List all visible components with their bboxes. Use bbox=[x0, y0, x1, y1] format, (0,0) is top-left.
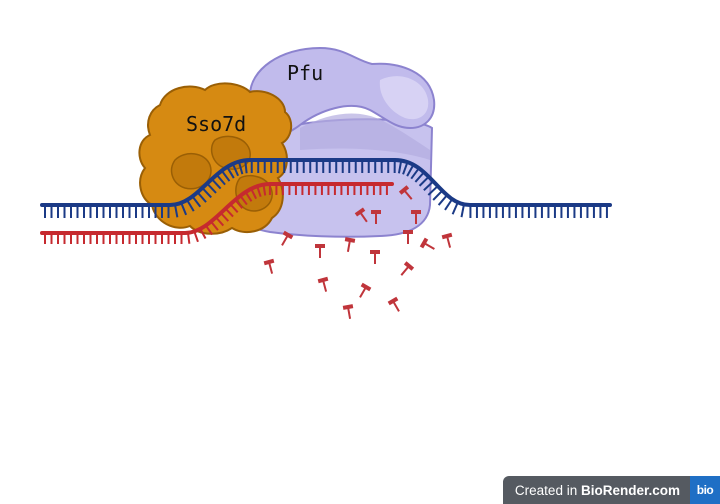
template-strand-base bbox=[444, 198, 454, 211]
template-strand-base bbox=[437, 194, 448, 206]
new-strand-base bbox=[205, 224, 213, 236]
nucleotide-tail bbox=[400, 265, 410, 276]
template-strand-base bbox=[402, 161, 409, 175]
nucleotide-tail bbox=[446, 235, 452, 248]
pfu-label: Pfu bbox=[287, 61, 323, 85]
nucleotide bbox=[354, 207, 368, 223]
nucleotide-tail bbox=[268, 261, 274, 274]
biorender-logo-icon: bio bbox=[690, 476, 720, 504]
template-strand-base bbox=[414, 171, 425, 183]
template-strand-base bbox=[173, 204, 179, 218]
nucleotide bbox=[281, 230, 294, 246]
template-strand-base bbox=[215, 174, 226, 186]
nucleotide bbox=[342, 304, 354, 319]
nucleotide-head bbox=[342, 304, 354, 310]
new-strand-base bbox=[224, 207, 234, 218]
sso7d-label: Sso7d bbox=[186, 112, 246, 136]
template-strand-base bbox=[186, 199, 195, 212]
nucleotide-tail bbox=[359, 286, 367, 298]
new-strand-base bbox=[193, 231, 199, 243]
template-strand-base bbox=[206, 182, 217, 194]
new-strand-base bbox=[234, 199, 244, 209]
nucleotide-head bbox=[403, 261, 415, 271]
new-strand-base bbox=[210, 220, 219, 231]
free-nucleotides bbox=[263, 185, 453, 319]
nucleotide bbox=[387, 296, 400, 312]
nucleotide-tail bbox=[423, 242, 435, 250]
nucleotide bbox=[403, 230, 413, 244]
nucleotide-tail bbox=[346, 239, 351, 252]
nucleotide bbox=[263, 258, 275, 274]
template-strand-base bbox=[220, 170, 231, 182]
nucleotide bbox=[441, 232, 453, 248]
nucleotide bbox=[315, 244, 325, 258]
biorender-watermark[interactable]: Created in BioRender.com bio bbox=[502, 476, 720, 504]
new-strand-base bbox=[256, 185, 262, 197]
template-strand-base bbox=[427, 185, 439, 196]
template-strand-base bbox=[397, 160, 403, 174]
nucleotide bbox=[419, 237, 435, 250]
template-strand-base bbox=[201, 187, 212, 199]
template-strand-base bbox=[180, 202, 188, 216]
dna-strands bbox=[40, 158, 612, 244]
nucleotide bbox=[398, 185, 413, 200]
template-strand-base bbox=[196, 191, 207, 203]
new-strand-base bbox=[215, 216, 225, 227]
template-strand-base bbox=[460, 204, 465, 218]
new-strand-base bbox=[220, 212, 230, 222]
template-strand-base bbox=[231, 163, 240, 177]
nucleotide-tail bbox=[281, 234, 289, 246]
template-strand-base bbox=[423, 180, 434, 192]
nucleotide-tail bbox=[322, 279, 328, 292]
template-strand-base bbox=[237, 161, 244, 175]
pfu-highlight bbox=[379, 76, 429, 120]
template-strand-base bbox=[451, 201, 459, 215]
watermark-prefix: Created in bbox=[514, 482, 581, 498]
template-strand-base bbox=[406, 164, 415, 177]
new-strand-base bbox=[187, 232, 191, 244]
watermark-brand: BioRender.com bbox=[580, 482, 680, 498]
sso7d-protein: Sso7d bbox=[138, 82, 293, 235]
nucleotide bbox=[370, 250, 380, 264]
nucleotide bbox=[400, 261, 415, 276]
template-strand-base bbox=[191, 195, 202, 208]
watermark-text: Created in BioRender.com bbox=[502, 476, 690, 504]
nucleotide-head bbox=[344, 237, 356, 243]
nucleotide-tail bbox=[392, 300, 400, 312]
new-strand-base bbox=[250, 188, 257, 200]
template-strand-base bbox=[226, 166, 235, 179]
template-strand-base bbox=[410, 167, 420, 180]
nucleotide bbox=[411, 210, 421, 224]
pfu-inner-shadow bbox=[300, 113, 430, 160]
nucleotide-tail bbox=[347, 306, 352, 319]
template-strand-base bbox=[418, 175, 430, 187]
nucleotide bbox=[317, 276, 329, 292]
new-strand-base bbox=[229, 203, 239, 213]
nucleotide bbox=[371, 210, 381, 224]
nucleotide bbox=[359, 282, 372, 298]
template-strand-base bbox=[211, 178, 222, 190]
template-strand-base bbox=[432, 190, 443, 201]
new-strand-base bbox=[199, 228, 207, 240]
template-strand-base bbox=[244, 160, 248, 174]
nucleotide-tail bbox=[359, 211, 368, 223]
nucleotide-tail bbox=[403, 189, 413, 200]
new-strand-base bbox=[244, 191, 253, 202]
nucleotide bbox=[344, 237, 356, 252]
new-strand-base bbox=[239, 195, 248, 206]
new-strand-base bbox=[262, 184, 267, 196]
